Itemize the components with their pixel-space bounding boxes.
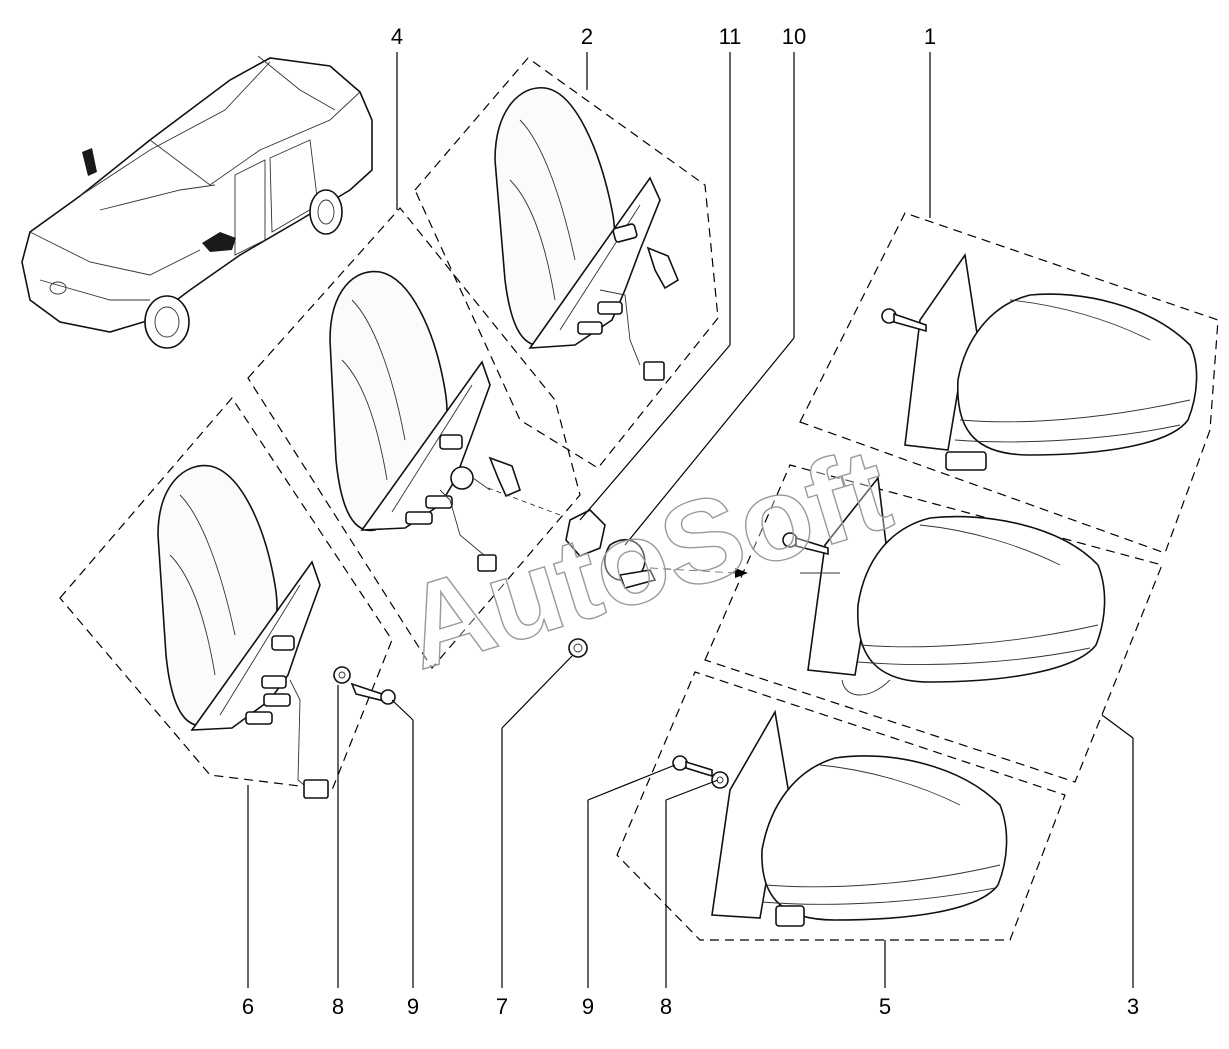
leader-lines [247,52,1134,988]
callout-9-right: 9 [582,994,594,1019]
group-outline-5 [616,671,1066,941]
mirror-assembly-5 [672,709,1008,927]
car-overview-illustration [21,55,373,349]
callout-10: 10 [782,24,806,49]
callout-4: 4 [391,24,403,49]
mirror-assembly-2 [494,87,680,381]
mirror-highlight-left [82,148,97,176]
group-outline-2 [414,57,719,469]
callout-2: 2 [581,24,593,49]
callout-7: 7 [496,994,508,1019]
mirror-highlight-right [202,232,236,252]
callout-5: 5 [879,994,891,1019]
mirror-assembly-1 [881,252,1198,471]
nut-7 [568,638,588,658]
callout-6: 6 [242,994,254,1019]
center-parts [487,487,748,658]
group-outline-4 [247,207,581,670]
mirror-assembly-4 [329,270,521,572]
mirror-assembly-6 [157,464,396,799]
group-outline-6 [59,397,393,791]
callout-numbers: 1 2 4 11 10 6 8 9 7 9 8 5 3 [242,24,1139,1019]
callout-8-right: 8 [660,994,672,1019]
callout-3: 3 [1127,994,1139,1019]
callout-9-left: 9 [407,994,419,1019]
mirror-assembly-3 [782,476,1106,696]
group-outline-1 [799,212,1219,554]
group-outline-3 [704,464,1163,783]
callout-1: 1 [924,24,936,49]
callout-8-left: 8 [332,994,344,1019]
bracket-11 [565,509,606,557]
callout-11: 11 [719,24,742,49]
